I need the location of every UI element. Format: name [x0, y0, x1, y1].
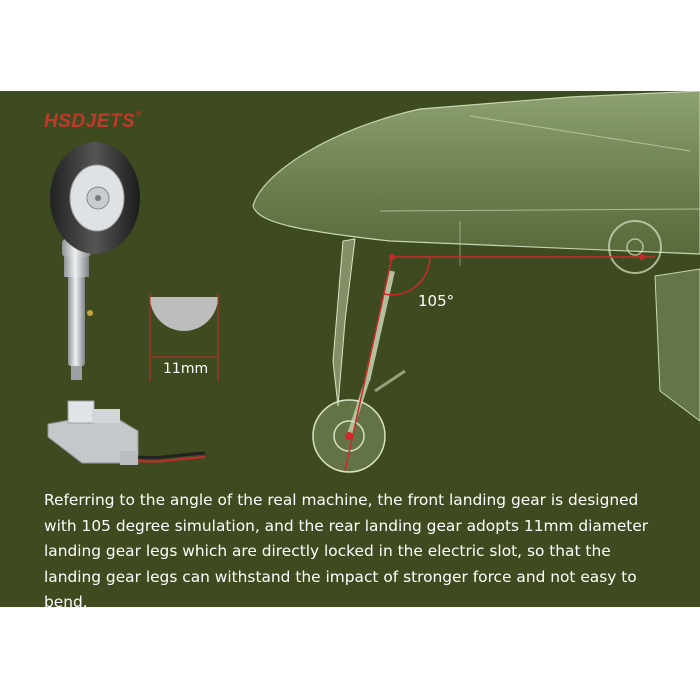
illustration — [47, 91, 700, 473]
aircraft-nose-image — [252, 91, 700, 473]
brand-logo: HSDJETS® — [44, 111, 142, 133]
retract-unit-image — [47, 400, 206, 465]
description-text: Referring to the angle of the real machi… — [44, 491, 649, 607]
product-panel: HSDJETS® 11mm 105° Referring to the angl… — [0, 91, 700, 607]
wheel-strut-image — [50, 142, 140, 380]
trademark-symbol: ® — [136, 111, 142, 118]
angle-label: 105° — [418, 292, 455, 310]
diameter-diagram — [149, 293, 219, 381]
brand-logo-text: HSDJETS — [44, 111, 136, 132]
diameter-label: 11mm — [163, 361, 209, 377]
